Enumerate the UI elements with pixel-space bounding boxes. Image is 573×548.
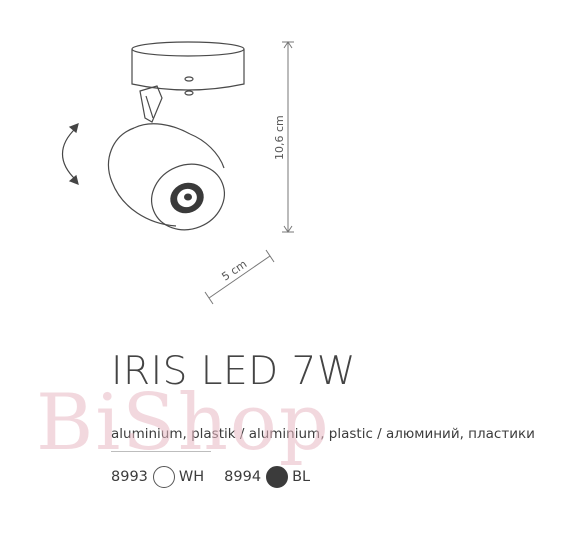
white-swatch-icon xyxy=(152,466,175,488)
stem xyxy=(139,85,163,123)
height-dimension xyxy=(282,41,294,233)
width-dimension xyxy=(204,249,275,305)
height-label: 10,6 cm xyxy=(273,115,286,160)
rotation-arrow-icon xyxy=(62,123,79,185)
variant-code-black: 8994 xyxy=(224,469,262,485)
spot-lens xyxy=(170,182,204,214)
variant-color-black: BL xyxy=(292,469,311,485)
variant-color-white: WH xyxy=(178,469,205,485)
black-swatch-icon xyxy=(266,466,289,488)
materials-text: aluminium, plastik / aluminium, plastic … xyxy=(111,426,535,442)
width-label: 5 cm xyxy=(219,257,249,283)
variant-code-white: 8993 xyxy=(111,469,148,485)
spot-cylinder xyxy=(108,123,225,231)
variant-list: 8993 WH 8994 BL xyxy=(111,466,310,488)
product-title: IRIS LED 7W xyxy=(111,349,356,394)
divider xyxy=(111,451,211,452)
canopy xyxy=(131,41,245,96)
